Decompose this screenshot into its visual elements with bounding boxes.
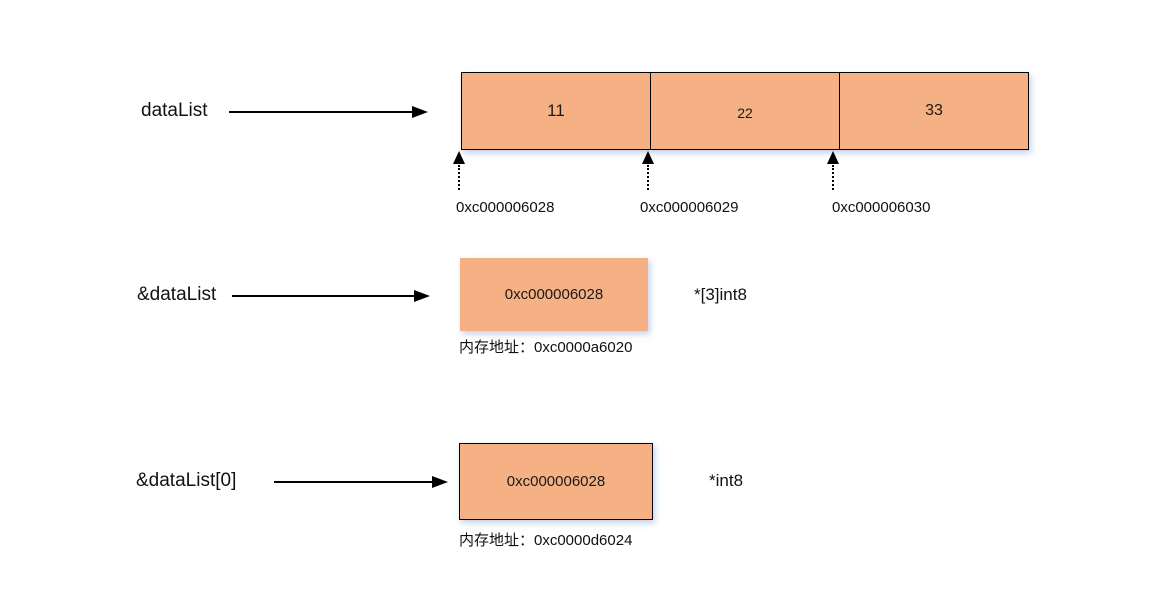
arrow-line — [274, 481, 432, 483]
dotted-arrow-line — [647, 165, 649, 190]
element-pointer-type-label: *int8 — [709, 471, 744, 490]
cell-address-0: 0xc000006028 — [456, 199, 555, 216]
datalist-pointer-arrow — [229, 105, 428, 119]
array-pointer-type-label: *[3]int8 — [694, 285, 747, 304]
arrow-head-icon — [432, 476, 448, 488]
arrow-line — [232, 295, 414, 297]
element-address-pointer-arrow — [274, 475, 448, 489]
array-memory-box: 11 22 33 — [461, 72, 1029, 150]
arrow-up-head-icon — [827, 151, 839, 164]
datalist-pointer-memory-address-caption: 内存地址：0xc0000a6020 — [459, 339, 633, 356]
array-cell-2: 33 — [839, 73, 1028, 149]
address-arrow-0 — [452, 151, 466, 190]
datalist-variable-label: dataList — [141, 100, 208, 121]
dotted-arrow-line — [832, 165, 834, 190]
address-arrow-2 — [826, 151, 840, 190]
datalist-address-pointer-arrow — [232, 289, 430, 303]
array-cell-1: 22 — [650, 73, 839, 149]
arrow-head-icon — [412, 106, 428, 118]
cell-address-2: 0xc000006030 — [832, 199, 931, 216]
address-arrow-1 — [641, 151, 655, 190]
dotted-arrow-line — [458, 165, 460, 190]
array-cell-0: 11 — [547, 101, 565, 120]
datalist-pointer-box: 0xc000006028 — [460, 258, 648, 331]
element-pointer-box: 0xc000006028 — [459, 443, 653, 520]
arrow-up-head-icon — [642, 151, 654, 164]
element-address-variable-label: &dataList[0] — [136, 470, 237, 491]
arrow-line — [229, 111, 412, 113]
cell-address-1: 0xc000006029 — [640, 199, 739, 216]
element-pointer-memory-address-caption: 内存地址：0xc0000d6024 — [459, 532, 633, 549]
arrow-up-head-icon — [453, 151, 465, 164]
arrow-head-icon — [414, 290, 430, 302]
datalist-address-variable-label: &dataList — [137, 284, 217, 305]
